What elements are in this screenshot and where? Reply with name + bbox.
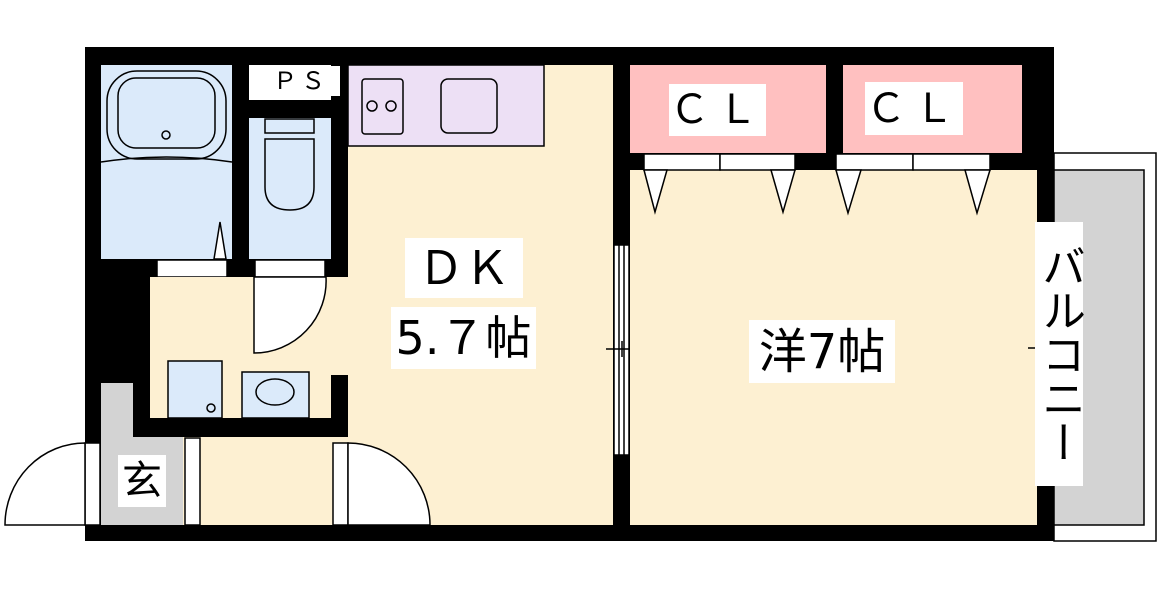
sink-icon	[440, 78, 498, 134]
toilet-door-swing	[253, 276, 327, 354]
stove-icon	[361, 78, 404, 135]
closet-1-door	[719, 153, 796, 171]
toilet-tank-icon	[264, 118, 315, 134]
closet-1-label: ＣＬ	[669, 84, 766, 136]
closet-2-door	[912, 153, 991, 171]
ps-label: ＰＳ	[262, 66, 340, 96]
entrance-label: 玄	[118, 455, 166, 507]
balcony-label: バルコニー	[1034, 222, 1085, 486]
door-marker	[964, 169, 992, 216]
front-door-frame	[84, 442, 101, 526]
wall-left	[134, 259, 150, 437]
bathtub-rim	[100, 156, 233, 163]
bath-door	[156, 259, 228, 278]
bathroom	[101, 65, 232, 259]
door-marker	[643, 169, 668, 215]
entrance-step	[184, 437, 201, 526]
dk-size-label: 5.７帖	[391, 307, 536, 369]
door-marker	[835, 169, 863, 216]
toilet-bowl-icon	[264, 138, 315, 211]
western-room-label: 洋7帖	[749, 320, 895, 383]
toilet-door	[254, 259, 326, 278]
closet-1-door	[643, 153, 721, 171]
closet-2-door	[835, 153, 914, 171]
washer-drain-icon	[206, 403, 216, 413]
front-door-swing	[4, 442, 86, 526]
hall-door-frame	[332, 442, 349, 526]
hall-door-swing	[347, 442, 431, 526]
door-marker	[770, 169, 796, 215]
burner-icon	[385, 100, 397, 112]
closet-2-label: ＣＬ	[865, 82, 963, 135]
washbasin-bowl-icon	[255, 378, 295, 406]
burner-icon	[366, 100, 378, 112]
bathtub-icon	[106, 70, 227, 160]
bath-door-marker	[213, 221, 227, 260]
hallway-floor	[200, 437, 331, 525]
toilet-room	[249, 118, 331, 259]
washing-machine-space	[167, 360, 223, 419]
wall-wash	[134, 418, 348, 437]
bathtub-inner	[117, 77, 216, 149]
dk-label: ＤＫ	[405, 238, 523, 298]
bathtub-drain-icon	[161, 130, 171, 140]
